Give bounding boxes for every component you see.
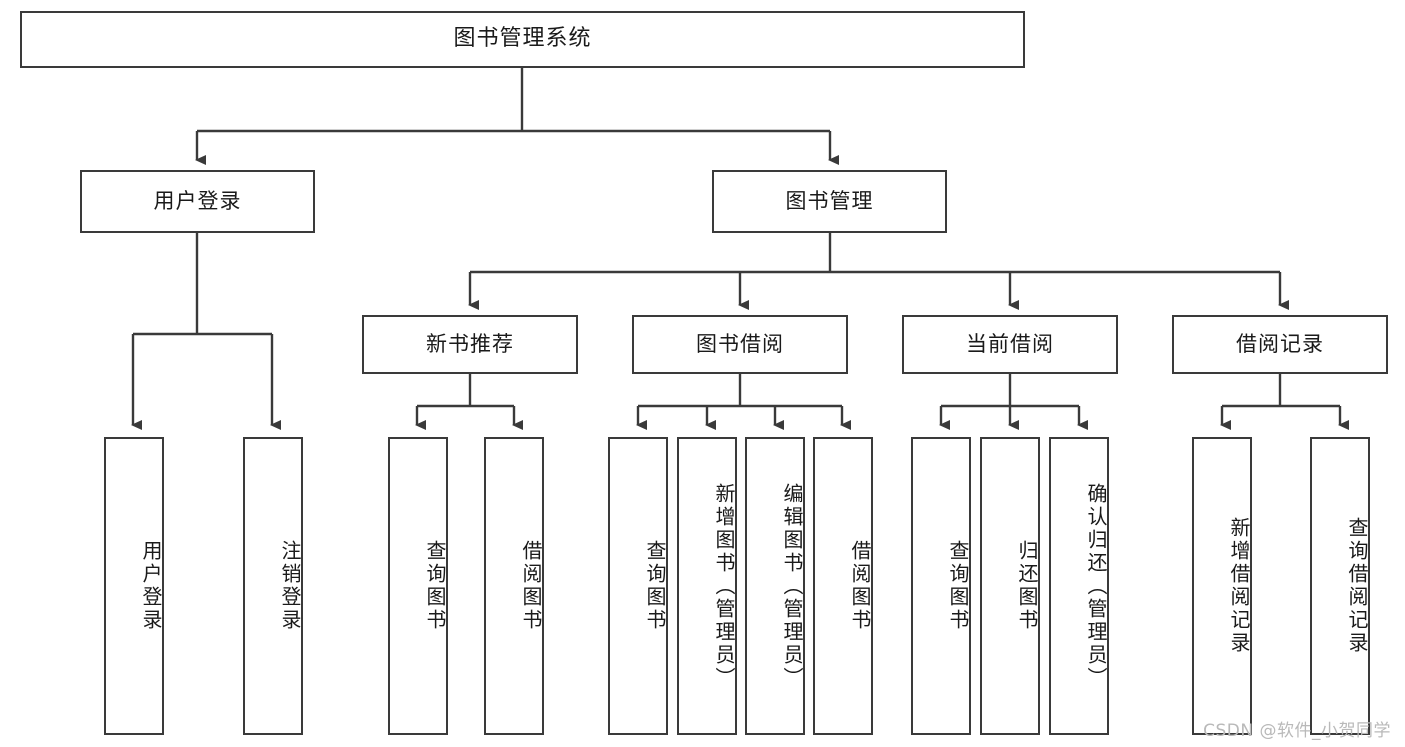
leaf-current-borrow-query[interactable]: 查询图书 (911, 437, 971, 735)
leaf-book-borrow-edit[interactable]: 编辑图书（管理员） (745, 437, 805, 735)
leaf-label: 查询图书 (946, 540, 970, 632)
node-new-book-recommend-label: 新书推荐 (426, 331, 514, 356)
leaf-current-borrow-return[interactable]: 归还图书 (980, 437, 1040, 735)
leaf-borrow-record-query[interactable]: 查询借阅记录 (1310, 437, 1370, 735)
leaf-book-borrow-add[interactable]: 新增图书（管理员） (677, 437, 737, 735)
node-borrow-record-label: 借阅记录 (1236, 331, 1324, 356)
leaf-current-borrow-confirm-return[interactable]: 确认归还（管理员） (1049, 437, 1109, 735)
leaf-book-borrow-query[interactable]: 查询图书 (608, 437, 668, 735)
leaf-label: 归还图书 (1015, 540, 1039, 632)
node-book-management[interactable]: 图书管理 (712, 170, 947, 233)
node-root-label: 图书管理系统 (453, 26, 592, 52)
leaf-label: 新增借阅记录 (1227, 517, 1251, 655)
leaf-label: 查询借阅记录 (1345, 517, 1369, 655)
node-borrow-record[interactable]: 借阅记录 (1172, 315, 1388, 374)
node-current-borrow-label: 当前借阅 (966, 331, 1054, 356)
leaf-label: 查询图书 (423, 540, 447, 632)
csdn-watermark: CSDN @软件_小贺同学 (1203, 721, 1391, 741)
node-book-management-label: 图书管理 (785, 188, 874, 213)
leaf-borrow-record-add[interactable]: 新增借阅记录 (1192, 437, 1252, 735)
node-root[interactable]: 图书管理系统 (20, 11, 1025, 68)
node-user-login[interactable]: 用户登录 (80, 170, 315, 233)
node-new-book-recommend[interactable]: 新书推荐 (362, 315, 578, 374)
leaf-new-book-borrow[interactable]: 借阅图书 (484, 437, 544, 735)
leaf-book-borrow-borrow[interactable]: 借阅图书 (813, 437, 873, 735)
leaf-label: 新增图书（管理员） (712, 482, 736, 690)
leaf-label: 编辑图书（管理员） (780, 482, 804, 690)
leaf-new-book-query[interactable]: 查询图书 (388, 437, 448, 735)
node-book-borrow-label: 图书借阅 (696, 331, 784, 356)
leaf-user-login-login[interactable]: 用户登录 (104, 437, 164, 735)
leaf-label: 查询图书 (643, 540, 667, 632)
leaf-label: 借阅图书 (519, 540, 543, 632)
leaf-label: 注销登录 (278, 540, 302, 632)
leaf-label: 用户登录 (139, 540, 163, 632)
node-book-borrow[interactable]: 图书借阅 (632, 315, 848, 374)
leaf-label: 借阅图书 (848, 540, 872, 632)
leaf-user-login-logout[interactable]: 注销登录 (243, 437, 303, 735)
node-user-login-label: 用户登录 (153, 188, 242, 213)
node-current-borrow[interactable]: 当前借阅 (902, 315, 1118, 374)
leaf-label: 确认归还（管理员） (1084, 482, 1108, 690)
